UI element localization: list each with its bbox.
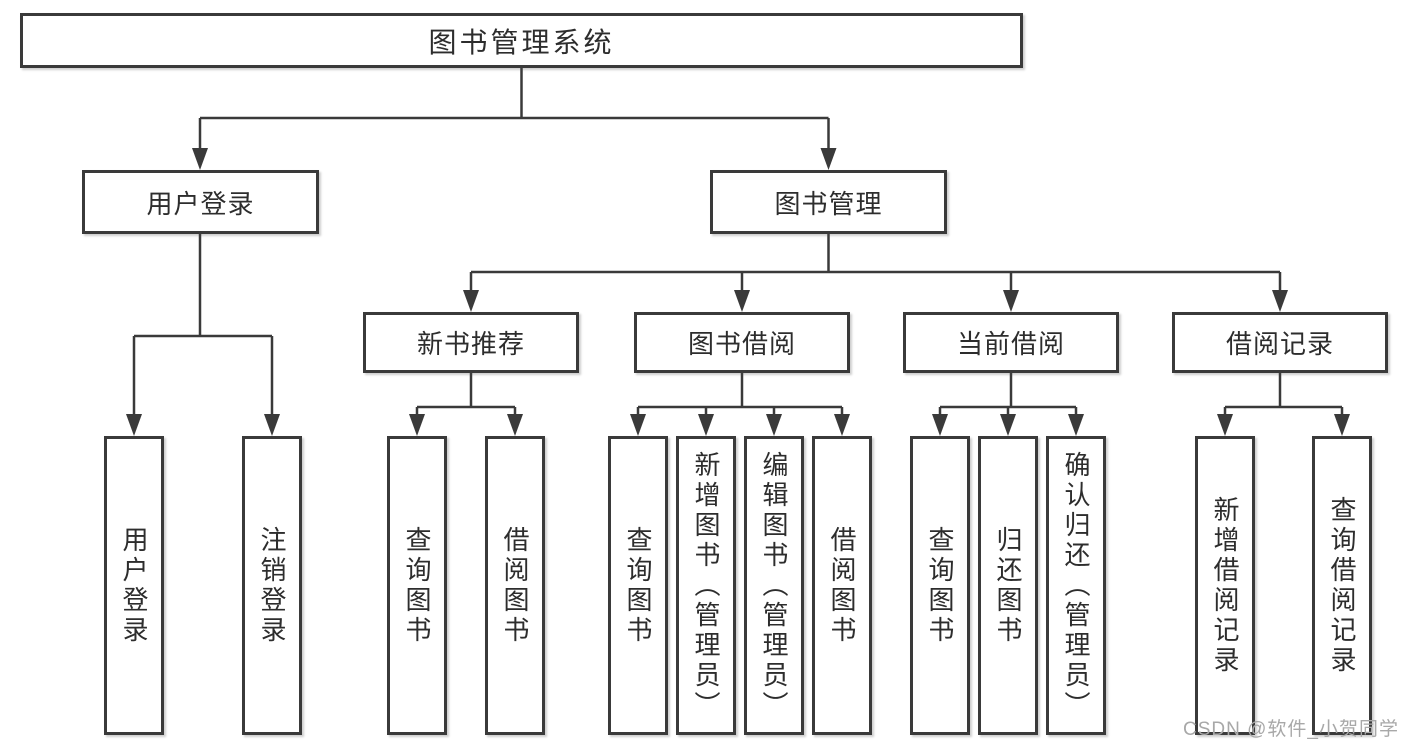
node-label: 查询图书 — [402, 525, 432, 646]
node-label: 用户登录 — [119, 525, 149, 646]
leaf-confirm-return-admin: 确认归还（管理员） — [1046, 436, 1106, 735]
leaf-query-books-recommend: 查询图书 — [387, 436, 447, 735]
node-label: 图书管理 — [774, 188, 883, 219]
leaf-edit-books-admin: 编辑图书（管理员） — [744, 436, 804, 735]
node-library-management-system: 图书管理系统 — [20, 13, 1023, 68]
node-label: 查询借阅记录 — [1327, 495, 1357, 676]
node-label: 查询图书 — [925, 525, 955, 646]
node-label: 确认归还（管理员） — [1061, 450, 1091, 721]
node-borrowing-records: 借阅记录 — [1172, 312, 1388, 373]
leaf-user-login: 用户登录 — [104, 436, 164, 735]
node-label: 借阅图书 — [827, 525, 857, 646]
node-label: 当前借阅 — [956, 329, 1065, 359]
leaf-query-borrow-record: 查询借阅记录 — [1312, 436, 1372, 735]
node-label: 注销登录 — [257, 525, 287, 646]
node-label: 图书借阅 — [687, 329, 796, 359]
node-label: 图书管理系统 — [428, 26, 615, 58]
node-label: 查询图书 — [623, 525, 653, 646]
leaf-query-books-borrow: 查询图书 — [608, 436, 668, 735]
node-label: 编辑图书（管理员） — [759, 450, 789, 721]
node-current-borrowing: 当前借阅 — [903, 312, 1119, 373]
leaf-borrow-books-recommend: 借阅图书 — [485, 436, 545, 735]
leaf-return-books: 归还图书 — [978, 436, 1038, 735]
node-label: 归还图书 — [993, 525, 1023, 646]
leaf-logout: 注销登录 — [242, 436, 302, 735]
node-new-book-recommendation: 新书推荐 — [363, 312, 579, 373]
node-label: 借阅记录 — [1225, 329, 1334, 359]
node-book-borrowing: 图书借阅 — [634, 312, 850, 373]
node-label: 新增图书（管理员） — [691, 450, 721, 721]
leaf-query-books-current: 查询图书 — [910, 436, 970, 735]
node-label: 用户登录 — [146, 188, 255, 219]
leaf-borrow-books: 借阅图书 — [812, 436, 872, 735]
leaf-add-borrow-record: 新增借阅记录 — [1195, 436, 1255, 735]
node-label: 新增借阅记录 — [1210, 495, 1240, 676]
node-book-management: 图书管理 — [710, 170, 947, 234]
leaf-add-books-admin: 新增图书（管理员） — [676, 436, 736, 735]
csdn-watermark: CSDN @软件_小贺同学 — [1183, 719, 1399, 740]
node-label: 借阅图书 — [500, 525, 530, 646]
node-label: 新书推荐 — [416, 329, 525, 359]
node-user-login: 用户登录 — [82, 170, 319, 234]
